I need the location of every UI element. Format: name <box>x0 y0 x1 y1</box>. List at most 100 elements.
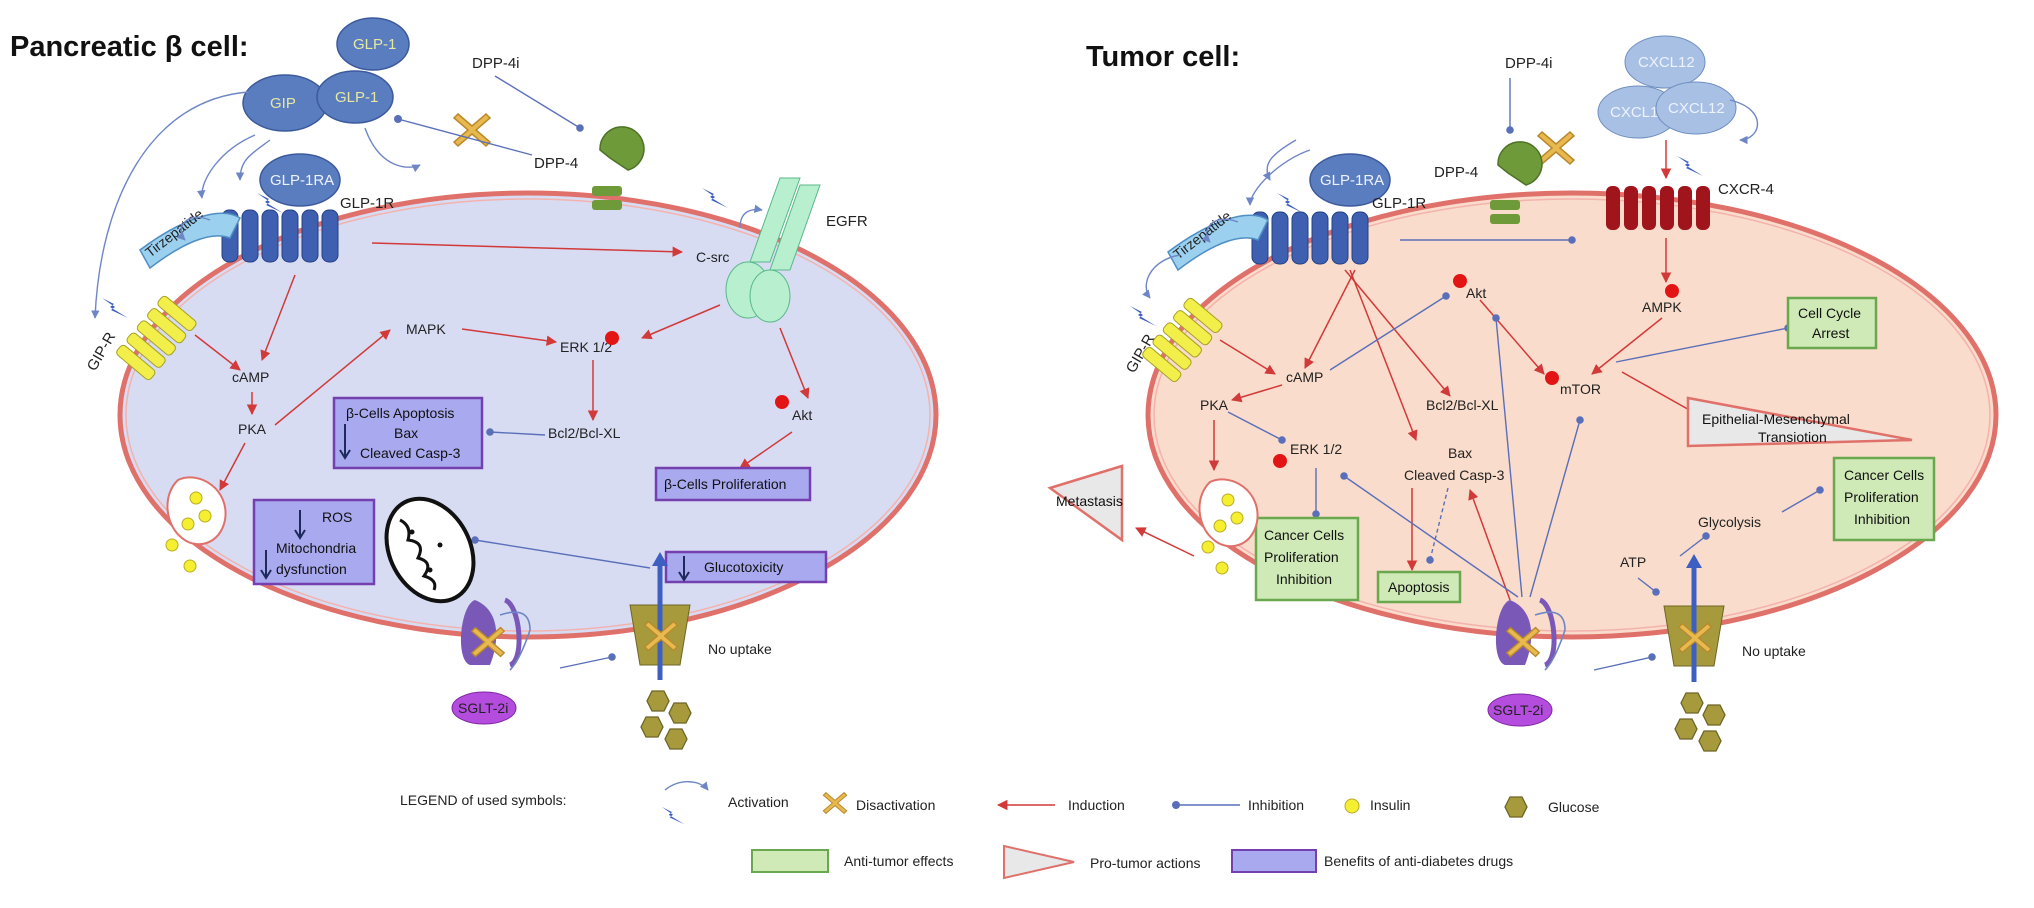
pka-label-right: PKA <box>1200 397 1229 413</box>
legend-glucose-hex-icon <box>1504 796 1528 818</box>
legend-inhibition-label: Inhibition <box>1248 797 1304 813</box>
glp1r-label-right: GLP-1R <box>1372 195 1426 212</box>
induction-arrows-right <box>1135 140 1701 601</box>
glp1r-label-left: GLP-1R <box>340 195 394 212</box>
cxcl12-label-top: CXCL12 <box>1638 54 1695 71</box>
sglt2-transporter-left: SGLT-2i <box>451 597 531 725</box>
legend-anti-tumor-label: Anti-tumor effects <box>844 853 953 869</box>
cancer-box-left-line1: Cancer Cells <box>1264 527 1344 543</box>
glucotoxicity-box: Glucotoxicity <box>664 550 828 584</box>
activation-curves-right <box>1142 139 1311 299</box>
legend-bolt-icon <box>661 806 685 825</box>
glp1ra-label-right: GLP-1RA <box>1320 172 1384 189</box>
insulin-vesicle-right <box>1198 478 1259 575</box>
mapk-label: MAPK <box>406 321 446 337</box>
legend-benefits: Benefits of anti-diabetes drugs <box>1231 849 1513 873</box>
erk-label-right: ERK 1/2 <box>1290 441 1342 457</box>
glp1-label-top: GLP-1 <box>353 36 396 53</box>
emt-line1: Epithelial-Mesenchymal <box>1702 411 1850 427</box>
akt-phospho-dot-right <box>1453 274 1467 288</box>
tumor-cell-body <box>1145 190 1999 640</box>
mitochondrion-icon <box>384 496 476 604</box>
gipr-activation-icon-right <box>1130 306 1156 326</box>
beta-proliferation-box: β-Cells Proliferation <box>654 466 812 502</box>
insulin-vesicle-left <box>165 476 227 573</box>
legend-disactivation-label: Disactivation <box>856 797 935 813</box>
legend-heading: LEGEND of used symbols: <box>400 792 567 808</box>
legend-pro-tumor-label: Pro-tumor actions <box>1090 855 1200 871</box>
csrc-label: C-src <box>696 249 729 265</box>
legend: LEGEND of used symbols: Activation Disac… <box>400 781 1600 880</box>
right-panel: Tumor cell: DPP-4i DPP-4 CXCL12 CXCL12 C… <box>1047 35 1999 752</box>
atp-label: ATP <box>1620 554 1646 570</box>
egfr-receptor: EGFR <box>725 177 868 323</box>
glycolysis-label: Glycolysis <box>1698 514 1761 530</box>
bcl2-label-left: Bcl2/Bcl-XL <box>548 425 621 441</box>
arrest-label: Arrest <box>1812 325 1849 341</box>
legend-activation: Activation <box>661 781 789 825</box>
akt-label-right: Akt <box>1466 285 1486 301</box>
gip-label: GIP <box>270 95 296 112</box>
ampk-phospho-dot <box>1665 284 1679 298</box>
cxcl12-oval-top <box>1624 35 1706 89</box>
legend-benefits-label: Benefits of anti-diabetes drugs <box>1324 853 1513 869</box>
cxcl12-label-right: CXCL12 <box>1668 100 1725 117</box>
cell-cycle-arrest-box: Cell Cycle Arrest <box>1786 296 1878 350</box>
cancer-box-right-line3: Inhibition <box>1854 511 1910 527</box>
dpp4-disactivation-x-icon-right <box>1537 131 1575 165</box>
akt-phospho-dot-left <box>775 395 789 409</box>
dpp4-enzyme-right <box>1490 141 1543 224</box>
dpp4-enzyme-icon <box>592 126 645 210</box>
dpp4-glp1-inhibition <box>397 118 533 156</box>
bax-label: Bax <box>1448 445 1472 461</box>
akt-label-left: Akt <box>792 407 812 423</box>
left-panel-title: Pancreatic β cell: <box>10 31 249 63</box>
dpp4-label-right: DPP-4 <box>1434 164 1478 181</box>
cxcl12-oval-right <box>1655 81 1737 135</box>
cancer-box-right-line2: Proliferation <box>1844 489 1919 505</box>
ampk-label: AMPK <box>1642 299 1682 315</box>
metastasis-triangle: Metastasis <box>1047 464 1124 543</box>
camp-label-left: cAMP <box>232 369 269 385</box>
beta-proliferation-label: β-Cells Proliferation <box>664 476 786 492</box>
erk-phospho-dot-right <box>1273 454 1287 468</box>
dysfunction-label: dysfunction <box>276 561 347 577</box>
cancer-box-left-line2: Proliferation <box>1264 549 1339 565</box>
sglt2-transporter-right: SGLT-2i <box>1487 597 1566 727</box>
glucose-transporter-right: No uptake <box>1663 554 1806 752</box>
pka-label-left: PKA <box>238 421 267 437</box>
legend-glucose-label: Glucose <box>1548 799 1600 815</box>
glp1-label-bottom: GLP-1 <box>335 89 378 106</box>
dpp4i-label-right: DPP-4i <box>1505 55 1553 72</box>
cxcl12-label-left: CXCL12 <box>1610 104 1667 121</box>
dpp4-disactivation-x-icon <box>453 113 491 147</box>
legend-x-icon <box>822 792 848 814</box>
legend-glucose: Glucose <box>1504 796 1600 818</box>
legend-induction-label: Induction <box>1068 797 1125 813</box>
legend-pro-tumor: Pro-tumor actions <box>1003 844 1200 880</box>
glp1ra-label-left: GLP-1RA <box>270 172 334 189</box>
mito-label: Mitochondria <box>276 540 356 556</box>
legend-insulin-label: Insulin <box>1370 797 1410 813</box>
gipr-label-left: GIP-R <box>84 329 120 374</box>
legend-disactivation: Disactivation <box>822 792 935 814</box>
legend-anti-tumor: Anti-tumor effects <box>751 849 953 873</box>
dpp4-label-left: DPP-4 <box>534 155 578 172</box>
cxcr4-label: CXCR-4 <box>1718 181 1774 198</box>
glp1-oval-top <box>336 17 410 71</box>
egfr-label: EGFR <box>826 213 868 230</box>
glucotoxicity-label: Glucotoxicity <box>704 559 783 575</box>
cxcr4-receptor: CXCR-4 <box>1606 181 1774 230</box>
casp3-label: Cleaved Casp-3 <box>1404 467 1505 483</box>
cell-cycle-label: Cell Cycle <box>1798 305 1861 321</box>
legend-inhibition: Inhibition <box>1172 797 1304 813</box>
activation-curves-left <box>91 91 763 319</box>
glp1r-receptor-right <box>1251 211 1369 265</box>
legend-activation-label: Activation <box>728 794 789 810</box>
glp1ra-oval-left <box>259 153 341 207</box>
no-uptake-label-right: No uptake <box>1742 643 1806 659</box>
metastasis-label: Metastasis <box>1056 493 1123 509</box>
egfr-activation-icon <box>702 188 728 208</box>
induction-arrows-left <box>194 242 810 491</box>
